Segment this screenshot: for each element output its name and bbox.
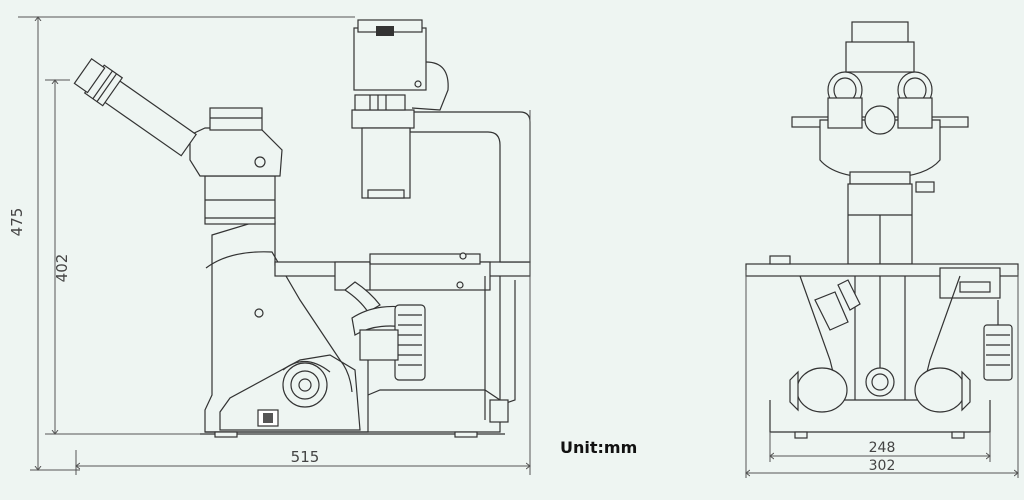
side-view [73,19,531,438]
dimension-402: 402 [53,254,71,283]
dimension-475: 475 [8,208,26,237]
dimension-515: 515 [291,448,320,466]
side-dimension-lines [18,17,530,475]
dimension-302: 302 [869,458,896,474]
front-dimension-lines [746,270,1018,478]
front-view [745,21,1019,439]
unit-label: Unit:mm [560,438,638,457]
dimension-248: 248 [869,440,896,456]
